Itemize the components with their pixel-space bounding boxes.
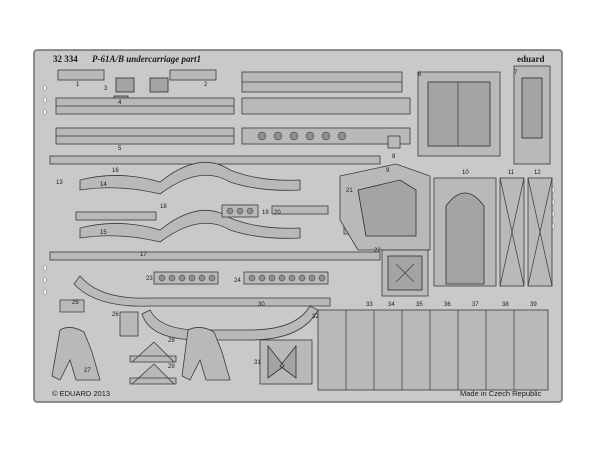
part-number-39: 39 — [530, 302, 537, 308]
part-number-26: 26 — [112, 312, 119, 318]
part-number-20: 20 — [274, 210, 281, 216]
fret-title-number: 32 334 — [53, 54, 78, 64]
large-plates — [339, 163, 553, 287]
part-number-33: 33 — [366, 302, 373, 308]
part-number-29: 29 — [168, 364, 175, 370]
part-number-1: 1 — [76, 82, 80, 88]
part-number-19: 19 — [262, 210, 269, 216]
watermark-text: www.hlj.com — [270, 431, 330, 443]
part-number-25: 25 — [72, 300, 79, 306]
lower-left-parts — [51, 299, 231, 385]
part-number-23: 23 — [146, 276, 153, 282]
part-number-31: 31 — [254, 360, 261, 366]
part-number-5: 5 — [118, 146, 122, 152]
part-number-35: 35 — [416, 302, 423, 308]
part-number-13: 13 — [56, 180, 63, 186]
part-number-10: 10 — [462, 170, 469, 176]
part-number-17: 17 — [140, 252, 147, 258]
part-number-16: 16 — [112, 168, 119, 174]
part-number-22: 22 — [374, 248, 381, 254]
part-number-15: 15 — [100, 230, 107, 236]
part-number-11: 11 — [508, 170, 515, 176]
part-number-32: 32 — [312, 314, 319, 320]
part-number-2: 2 — [204, 82, 208, 88]
part-group-top-right — [387, 65, 551, 165]
part-number-9: 9 — [386, 168, 390, 174]
part-number-27: 27 — [84, 368, 91, 374]
part-number-6: 6 — [418, 72, 422, 78]
fret-title-text: P-61A/B undercarriage part1 — [92, 54, 201, 64]
part-number-28: 28 — [168, 338, 175, 344]
part-number-30: 30 — [258, 302, 265, 308]
part-number-12: 12 — [534, 170, 541, 176]
part-number-3: 3 — [104, 86, 108, 92]
part-number-8: 8 — [392, 154, 396, 160]
part-number-38: 38 — [502, 302, 509, 308]
fret-copyright: © EDUARD 2013 — [52, 389, 110, 398]
part-number-21: 21 — [346, 188, 353, 194]
part-number-7: 7 — [514, 70, 518, 76]
part-group-top-left — [57, 69, 217, 107]
part-number-14: 14 — [100, 182, 107, 188]
part-number-34: 34 — [388, 302, 395, 308]
part-number-18: 18 — [160, 204, 167, 210]
fret-brand: eduard — [517, 54, 545, 64]
part-number-24: 24 — [234, 278, 241, 284]
rail-parts — [49, 155, 381, 261]
part-rows-23-24 — [153, 271, 329, 285]
part-number-37: 37 — [472, 302, 479, 308]
part-22-box — [381, 249, 429, 297]
part-number-36: 36 — [444, 302, 451, 308]
lower-right-parts — [259, 309, 549, 391]
part-number-4: 4 — [118, 100, 122, 106]
part-number-labels: 1 2 3 4 5 6 7 8 9 10 11 12 13 14 15 16 1… — [56, 70, 541, 374]
gear-door-strips — [55, 71, 411, 145]
fret-origin: Made in Czech Republic — [460, 389, 542, 398]
